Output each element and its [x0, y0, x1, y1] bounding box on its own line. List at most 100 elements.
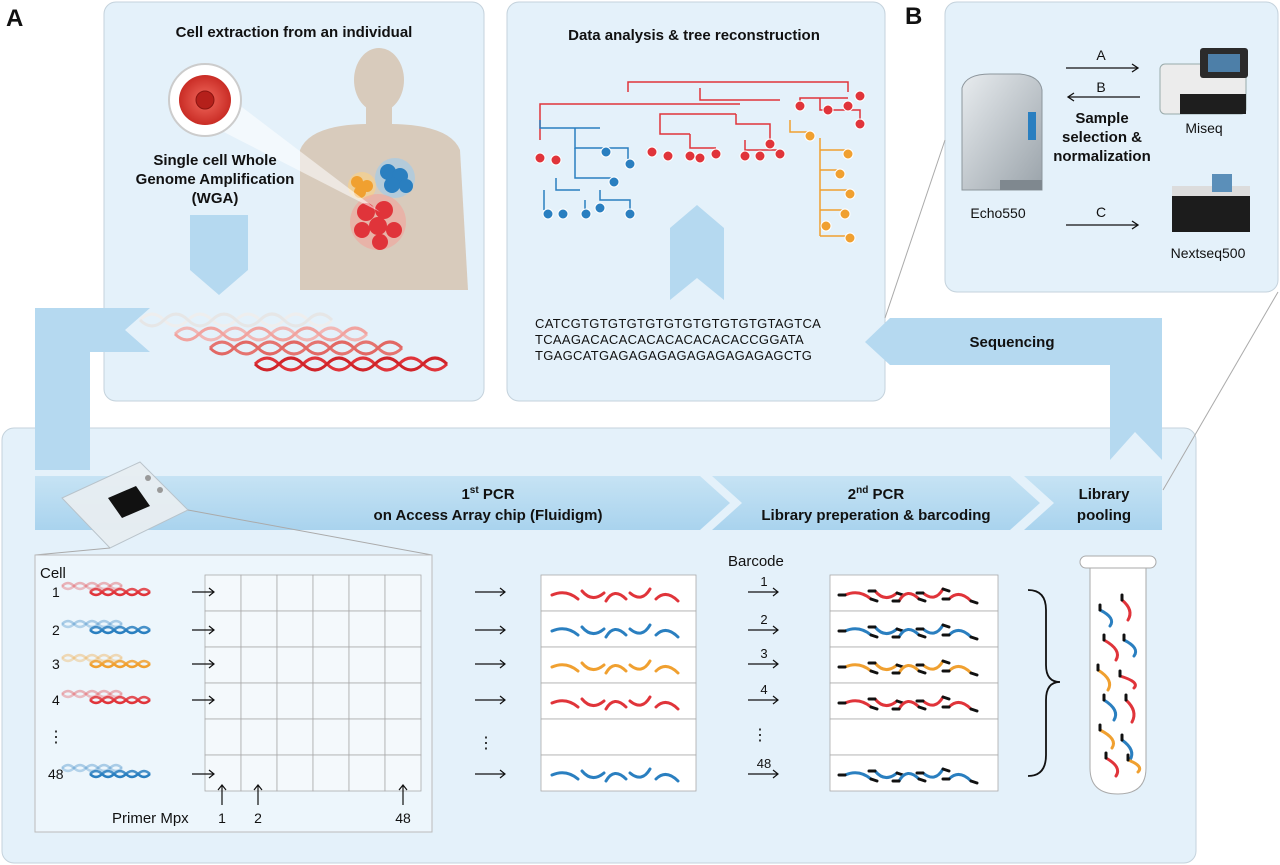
pcr1-title: 1st PCR [461, 485, 514, 503]
grid-cell [240, 610, 278, 648]
tumor-orange-cells [348, 172, 376, 200]
dna-fragment [654, 773, 680, 783]
pool-bracket [1027, 589, 1061, 777]
grid-cell [240, 754, 278, 792]
dna-fragment [947, 773, 973, 783]
cell-dna-helix [61, 653, 123, 660]
arrow-label-c: C [1096, 204, 1106, 220]
tree-leaf-cell [580, 208, 592, 220]
barcode-adapter [895, 627, 905, 633]
barcode-adapter [941, 587, 951, 593]
dna-fragment [843, 699, 873, 709]
grid-cell [204, 610, 242, 648]
cell-dna-helix [89, 695, 151, 702]
grid-cell [276, 646, 314, 684]
grid-cell [384, 682, 422, 720]
selection-line2: selection & [1062, 129, 1142, 146]
tree-leaf-cell [684, 150, 696, 162]
dna-fragment [580, 625, 606, 635]
row-arrow-head [208, 587, 215, 597]
grid-cell [240, 646, 278, 684]
grid-cell [348, 718, 386, 756]
barcode-adapter [917, 633, 927, 639]
pcr1-products: ⋮ [475, 574, 697, 792]
tree-leaf-cell [534, 152, 546, 164]
dna-fragment [873, 625, 899, 635]
cell-dna-helix [89, 659, 151, 666]
tree-leaf-cell [764, 138, 776, 150]
tree-leaf-cell [557, 208, 569, 220]
pcr1-band [35, 476, 730, 530]
cell-dna-helix [89, 628, 151, 635]
echo550-label: Echo550 [970, 205, 1025, 221]
tree-leaf-cell [844, 232, 856, 244]
grid-cell [348, 574, 386, 612]
barcode-adapter [895, 591, 905, 597]
sequence-line-3: TGAGCATGAGAGAGAGAGAGAGAGAGCTG [535, 348, 812, 363]
stage-arrow-head [499, 769, 506, 779]
pcr1-product-box [540, 718, 697, 756]
barcode-number: 48 [757, 756, 771, 771]
pooled-fragment [1098, 608, 1114, 628]
wga-label-line1: Single cell Whole [153, 152, 276, 169]
tree-leaf-cell [646, 146, 658, 158]
dna-fragment [550, 699, 580, 709]
barcode-ellipsis: ⋮ [752, 727, 768, 744]
tree-leaf-cell [662, 150, 674, 162]
cell-dna-helix [61, 763, 123, 770]
pooled-fragment [1102, 638, 1119, 662]
barcode-adapter [917, 705, 927, 711]
tree-leaf-cell [842, 148, 854, 160]
tumor-blue-cells [375, 158, 415, 198]
dna-fragment [550, 627, 580, 637]
wga-down-arrow [190, 215, 248, 295]
stage-arrow-head [499, 625, 506, 635]
data-analysis-title: Data analysis & tree reconstruction [568, 27, 820, 44]
barcode-adapter [895, 771, 905, 777]
dna-fragment [897, 772, 921, 783]
dna-fragment [654, 593, 680, 603]
dna-fragment [921, 587, 945, 599]
row-ellipsis: ⋮ [48, 729, 64, 746]
panel-label-b: B [905, 3, 922, 30]
dna-fragment [947, 593, 973, 603]
dna-fragment [873, 769, 899, 779]
cell-dna-helix [61, 619, 123, 626]
cell-dna-helix [61, 581, 123, 588]
primer-number: 2 [254, 810, 262, 826]
stage-ellipsis: ⋮ [478, 735, 494, 752]
tree-leaf-cell [710, 148, 722, 160]
grid-cell [348, 610, 386, 648]
pooled-fragment [1102, 698, 1118, 722]
barcode-arrow-head [772, 659, 779, 669]
arrow-label-b: B [1096, 79, 1105, 95]
selection-line1: Sample [1075, 110, 1128, 127]
grid-cell [276, 610, 314, 648]
single-cell-magnifier [168, 63, 242, 137]
pooled-fragment [1096, 668, 1112, 692]
dna-fragment [628, 659, 652, 671]
grid-cell [240, 718, 278, 756]
tree-leaf-cell [550, 154, 562, 166]
arrow-label-a: A [1096, 47, 1106, 63]
nextseq500-label: Nextseq500 [1171, 245, 1246, 261]
dna-fragment [550, 591, 580, 601]
cell-dna-helix [61, 689, 123, 696]
primer-number: 1 [218, 810, 226, 826]
tree-leaf-cell [839, 208, 851, 220]
grid-cell [348, 682, 386, 720]
grid-cell [204, 574, 242, 612]
primer-markers: 1 2 48 [217, 784, 411, 826]
sequence-line-2: TCAAGACACACACACACACACACCGGATA [535, 332, 804, 347]
barcode-adapter [941, 767, 951, 773]
dna-fragment [921, 767, 945, 779]
pcr2-title: 2nd PCR [848, 485, 905, 503]
cell-dna-helix [89, 590, 151, 597]
barcode-number: 4 [760, 682, 767, 697]
dna-fragment [897, 664, 921, 675]
primer-number: 48 [395, 810, 411, 826]
tree-leaf-cell [804, 130, 816, 142]
barcode-adapter [895, 699, 905, 705]
grid-cell [384, 646, 422, 684]
